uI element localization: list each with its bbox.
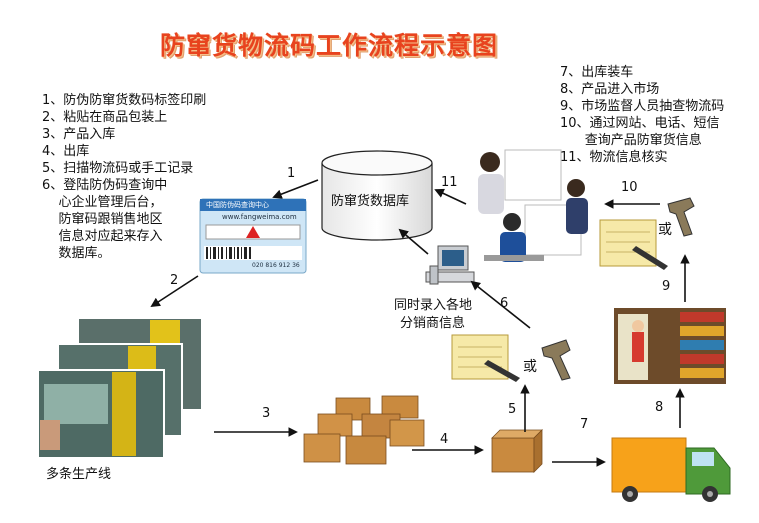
left-step: 5、扫描物流码或手工记录 [42,161,194,176]
right-step: 10、通过网站、电话、短信 [560,116,720,131]
arrow-number-11: 11 [441,175,458,190]
or-label-lower: 或 [523,359,537,375]
diagram-title: 防窜货物流码工作流程示意图 [160,31,499,60]
arrow-1 [272,179,319,199]
distributor-label-line1: 同时录入各地 [394,298,473,313]
label-card-header: 中国防伪码查询中心 [206,201,269,209]
arrow-11 [434,188,467,205]
right-step: 8、产品进入市场 [560,82,660,97]
delivery-truck [611,437,731,502]
clipboard-writing-upper [599,219,668,270]
left-step: 数据库。 [42,246,111,261]
or-label-upper: 或 [658,222,672,238]
left-step: 6、登陆防伪码查询中 [42,178,168,193]
database-label: 防窜货数据库 [331,194,410,209]
arrow-number-9: 9 [662,279,671,294]
arrow-number-2: 2 [170,273,179,288]
left-step: 4、出库 [42,144,90,159]
clipboard-writing-lower [451,334,520,382]
call-center-people [478,149,588,262]
label-card-number: 020 816 912 36 [252,262,300,269]
arrow-number-1: 1 [287,166,296,181]
arrow-number-6: 6 [500,296,509,311]
arrow-6 [470,280,531,329]
barcode-scanner-upper [667,197,695,237]
left-step: 2、粘贴在商品包装上 [42,110,168,125]
arrow-number-8: 8 [655,400,664,415]
arrow-number-3: 3 [262,406,271,421]
right-step: 9、市场监督人员抽查物流码 [560,99,725,114]
right-step: 11、物流信息核实 [560,150,668,165]
arrow-number-10: 10 [621,180,638,195]
right-step: 7、出库装车 [560,65,634,80]
production-line-photos [37,317,203,459]
security-label-card [199,198,307,274]
production-line-label: 多条生产线 [46,467,112,482]
database-cylinder [321,150,433,241]
right-steps-list: 7、出库装车 8、产品进入市场 9、市场监督人员抽查物流码 10、通过网站、电话… [560,64,724,166]
distributor-label-line2: 分销商信息 [400,316,466,331]
left-step: 防窜码跟销售地区 [42,212,163,227]
right-step: 查询产品防窜货信息 [560,133,702,148]
arrow-2 [150,275,199,308]
supermarket-photo [614,308,726,384]
barcode-scanner-lower [541,339,571,381]
arrow-number-4: 4 [440,432,449,447]
left-step: 心企业管理后台， [42,195,163,210]
arrow-6b [398,228,429,255]
left-step: 1、防伪防窜货数码标签印刷 [42,93,207,108]
single-box [491,429,543,473]
arrow-number-7: 7 [580,417,589,432]
computer [425,245,475,285]
left-steps-list: 1、防伪防窜货数码标签印刷 2、粘贴在商品包装上 3、产品入库 4、出库 5、扫… [42,92,206,262]
left-step: 信息对应起来存入 [42,229,163,244]
arrow-number-5: 5 [508,402,517,417]
warehouse-boxes [303,395,425,465]
left-step: 3、产品入库 [42,127,116,142]
label-card-url: www.fangweima.com [222,213,297,221]
